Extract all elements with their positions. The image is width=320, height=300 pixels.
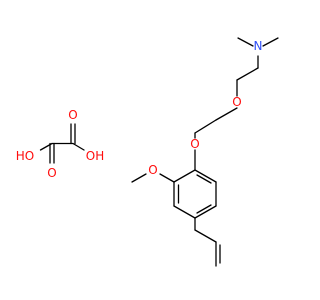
bond-ome-o-ch3 — [131, 173, 147, 183]
ring-bond-1 — [173, 169, 196, 183]
bond-o1-ch2 — [215, 107, 238, 121]
ring-bond-4 — [194, 205, 217, 219]
atom-label-oh-oxalic: OH — [86, 149, 104, 163]
atom-labels-layer: HO O O OH N O O O — [16, 39, 263, 180]
ring-double-inner-3 — [196, 174, 212, 184]
atom-label-ether-o-lower: O — [190, 137, 199, 151]
bond-ch2-ch2-b — [194, 119, 217, 134]
bond-ch2-ch2-a — [236, 67, 259, 81]
ring-double-inner-2 — [196, 204, 212, 214]
atom-label-ho-oxalic: HO — [16, 149, 34, 163]
atom-label-o-oxalic-top: O — [68, 108, 77, 122]
bonds-layer — [39, 37, 279, 267]
ring-bond-6 — [194, 169, 217, 183]
atom-label-nitrogen: N — [254, 39, 263, 53]
atom-label-methoxy-o: O — [148, 163, 157, 177]
molecule-diagram: HO O O OH N O O O — [16, 37, 279, 267]
bond-n-me-right — [262, 37, 279, 47]
atom-label-o-oxalic-bottom: O — [47, 166, 56, 180]
bond-ring-ome-o — [159, 173, 175, 183]
bond-ch2-ch — [194, 229, 217, 243]
bond-c2-oh2 — [72, 142, 85, 151]
ring-bond-3 — [173, 205, 196, 219]
bond-n-me-left — [237, 37, 254, 47]
atom-label-ether-o-upper: O — [232, 95, 241, 109]
